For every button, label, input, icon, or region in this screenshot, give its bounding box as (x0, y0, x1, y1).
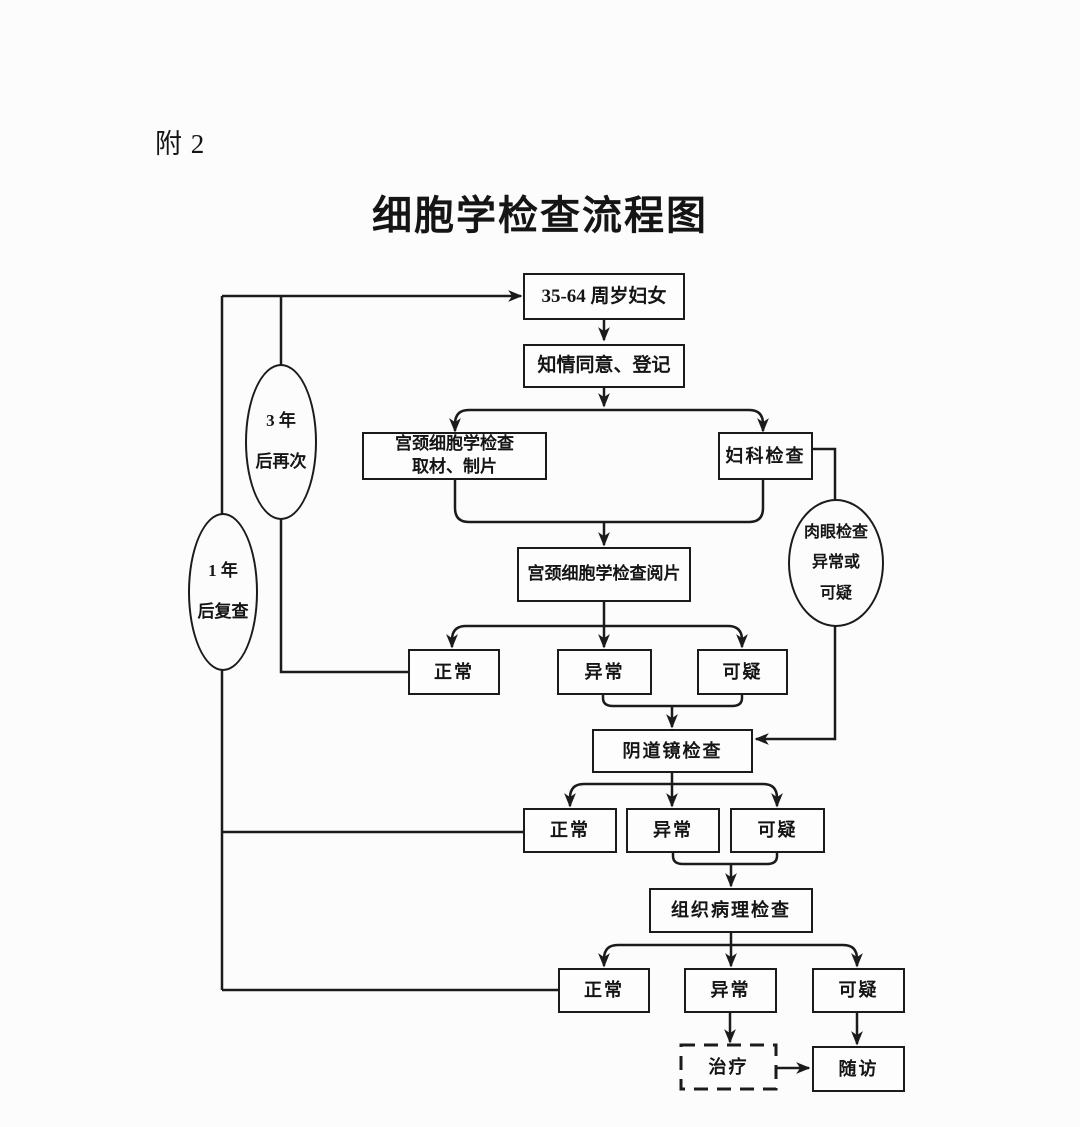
node-cytology-sampling: 宫颈细胞学检查 取材、制片 (362, 432, 547, 480)
node-eye-exam-abnormal: 肉眼检查 异常或 可疑 (788, 499, 884, 627)
treatment-box-border (679, 1043, 778, 1091)
node-histo-normal: 正常 (558, 968, 650, 1013)
node-recheck-1-year: 1 年 后复查 (188, 513, 258, 671)
page-title: 细胞学检查流程图 (372, 193, 708, 238)
node-colpo-normal: 正常 (523, 808, 617, 853)
node-cytology-reading: 宫颈细胞学检查阅片 (517, 547, 691, 602)
node-colpo-suspicious: 可疑 (730, 808, 825, 853)
connector-colpo-branches (564, 782, 783, 808)
node-treatment: 治疗 (708, 1056, 749, 1077)
node-recheck-3-years: 3 年 后再次 (245, 364, 317, 520)
node-colpo-abnormal: 异常 (626, 808, 720, 853)
node-histo-abnormal: 异常 (684, 968, 777, 1013)
connector-row1-merge (601, 695, 744, 708)
node-histopathology: 组织病理检查 (649, 888, 813, 933)
node-followup: 随访 (812, 1046, 905, 1092)
node-histo-suspicious: 可疑 (812, 968, 905, 1013)
appendix-label: 附 2 (155, 129, 206, 159)
node-target-women: 35-64 周岁妇女 (523, 273, 685, 320)
connector-reading-branches (446, 624, 748, 649)
node-cyto-normal: 正常 (408, 649, 500, 695)
connector-row2-merge (671, 853, 779, 866)
connector-split-branches (449, 408, 769, 433)
node-cyto-suspicious: 可疑 (697, 649, 788, 695)
node-consent-registration: 知情同意、登记 (523, 344, 685, 388)
node-colposcopy: 阴道镜检查 (592, 729, 753, 773)
node-cyto-abnormal: 异常 (557, 649, 652, 695)
connector-merge-reading (453, 480, 765, 524)
node-gyn-exam: 妇科检查 (718, 432, 813, 480)
